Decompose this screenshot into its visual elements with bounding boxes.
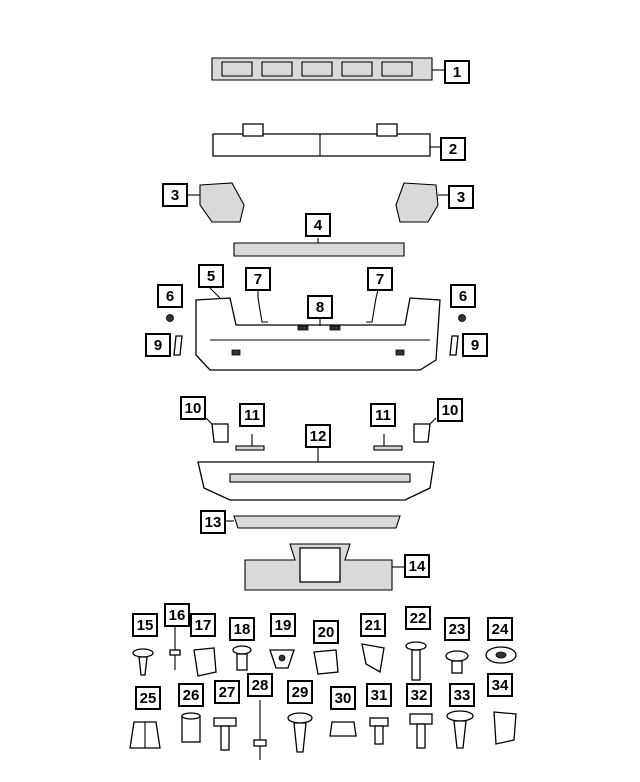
callout-7-right[interactable]: 7 <box>367 267 393 291</box>
callout-10-right[interactable]: 10 <box>437 398 463 422</box>
part-25-spring-clip[interactable] <box>129 721 161 749</box>
callout-16[interactable]: 16 <box>164 603 190 627</box>
callout-18[interactable]: 18 <box>229 617 255 641</box>
callout-3-left[interactable]: 3 <box>162 183 188 207</box>
callout-1[interactable]: 1 <box>444 60 470 84</box>
part-15-push-pin[interactable] <box>132 648 154 676</box>
part-32-bolt[interactable] <box>409 713 433 749</box>
part-7-bracket-right[interactable] <box>366 289 379 323</box>
part-9-trim-right[interactable] <box>449 335 459 356</box>
callout-3-right[interactable]: 3 <box>448 185 474 209</box>
callout-13[interactable]: 13 <box>200 510 226 534</box>
part-5-bumper-fascia[interactable] <box>195 287 441 371</box>
callout-29[interactable]: 29 <box>287 680 313 704</box>
part-34-clip[interactable] <box>493 711 517 745</box>
part-27-bolt[interactable] <box>213 717 237 751</box>
callout-23[interactable]: 23 <box>444 617 470 641</box>
part-6-clip-left[interactable] <box>166 314 174 322</box>
part-1-energy-absorber[interactable] <box>211 57 444 81</box>
callout-19[interactable]: 19 <box>270 613 296 637</box>
callout-9-right[interactable]: 9 <box>462 333 488 357</box>
callout-30[interactable]: 30 <box>330 686 356 710</box>
callout-34[interactable]: 34 <box>487 673 513 697</box>
callout-22[interactable]: 22 <box>405 606 431 630</box>
part-18-screw[interactable] <box>232 645 252 671</box>
callout-10-left[interactable]: 10 <box>180 396 206 420</box>
part-31-bolt[interactable] <box>369 717 389 745</box>
callout-9-left[interactable]: 9 <box>145 333 171 357</box>
part-20-bracket-clip[interactable] <box>313 649 339 675</box>
part-19-grommet[interactable] <box>269 649 295 669</box>
callout-25[interactable]: 25 <box>135 686 161 710</box>
part-6-clip-right[interactable] <box>458 314 466 322</box>
callout-33[interactable]: 33 <box>449 683 475 707</box>
part-30-nut[interactable] <box>329 721 357 737</box>
callout-17[interactable]: 17 <box>190 613 216 637</box>
callout-20[interactable]: 20 <box>313 620 339 644</box>
part-2-reinforcement-beam[interactable] <box>212 123 444 157</box>
callout-7-left[interactable]: 7 <box>245 267 271 291</box>
callout-4[interactable]: 4 <box>305 213 331 237</box>
part-23-nut-clip[interactable] <box>445 650 469 674</box>
part-4-upper-support[interactable] <box>233 238 405 257</box>
part-3-bracket-right[interactable] <box>395 182 448 223</box>
callout-24[interactable]: 24 <box>487 617 513 641</box>
callout-21[interactable]: 21 <box>360 613 386 637</box>
callout-14[interactable]: 14 <box>404 554 430 578</box>
part-24-grommet[interactable] <box>485 646 517 664</box>
part-14-center-support[interactable] <box>244 543 404 591</box>
part-11-reflector-right[interactable] <box>373 434 403 451</box>
callout-2[interactable]: 2 <box>440 137 466 161</box>
part-11-reflector-left[interactable] <box>235 434 265 451</box>
part-17-clip[interactable] <box>193 647 217 677</box>
part-33-push-clip[interactable] <box>446 710 474 749</box>
callout-6-left[interactable]: 6 <box>157 284 183 308</box>
callout-26[interactable]: 26 <box>178 683 204 707</box>
part-28-rivet[interactable] <box>253 700 267 760</box>
callout-15[interactable]: 15 <box>132 613 158 637</box>
part-10-housing-right[interactable] <box>413 417 437 443</box>
part-16-rivet[interactable] <box>169 625 181 670</box>
part-10-housing-left[interactable] <box>205 417 229 443</box>
callout-5[interactable]: 5 <box>198 264 224 288</box>
callout-11-right[interactable]: 11 <box>370 403 396 427</box>
callout-11-left[interactable]: 11 <box>239 403 265 427</box>
part-7-bracket-left[interactable] <box>257 290 268 323</box>
callout-32[interactable]: 32 <box>406 683 432 707</box>
part-26-spacer[interactable] <box>181 712 201 743</box>
part-9-trim-left[interactable] <box>173 335 183 356</box>
part-12-lower-fascia[interactable] <box>197 448 435 501</box>
callout-27[interactable]: 27 <box>214 680 240 704</box>
callout-12[interactable]: 12 <box>305 424 331 448</box>
part-13-grille-insert[interactable] <box>226 515 401 529</box>
callout-28[interactable]: 28 <box>247 673 273 697</box>
callout-6-right[interactable]: 6 <box>450 284 476 308</box>
part-21-clip[interactable] <box>361 643 385 674</box>
part-3-bracket-left[interactable] <box>188 182 245 223</box>
part-29-push-clip[interactable] <box>287 712 313 753</box>
callout-8[interactable]: 8 <box>307 295 333 319</box>
callout-31[interactable]: 31 <box>366 683 392 707</box>
part-8-sensors[interactable] <box>297 318 341 331</box>
part-22-bolt[interactable] <box>405 641 427 681</box>
